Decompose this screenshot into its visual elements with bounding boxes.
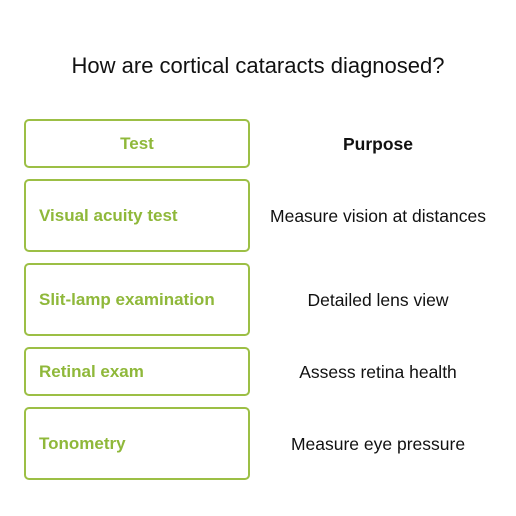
- purpose-text: Measure eye pressure: [290, 433, 466, 454]
- test-label: Tonometry: [39, 433, 126, 453]
- purpose-text: Measure vision at distances: [270, 205, 486, 226]
- purpose-text: Detailed lens view: [307, 289, 449, 310]
- test-label: Retinal exam: [39, 361, 144, 381]
- test-box-visual-acuity: Visual acuity test: [24, 179, 250, 252]
- page-title: How are cortical cataracts diagnosed?: [71, 53, 445, 78]
- test-label: Visual acuity test: [39, 205, 178, 225]
- purpose-column-header: Purpose: [342, 133, 414, 154]
- test-header-label: Test: [120, 133, 154, 153]
- purpose-text: Assess retina health: [299, 361, 457, 382]
- test-box-retinal-exam: Retinal exam: [24, 347, 250, 396]
- test-box-tonometry: Tonometry: [24, 407, 250, 480]
- test-column-header: Test: [24, 119, 250, 168]
- test-label: Slit-lamp examination: [39, 289, 215, 309]
- test-box-slit-lamp: Slit-lamp examination: [24, 263, 250, 336]
